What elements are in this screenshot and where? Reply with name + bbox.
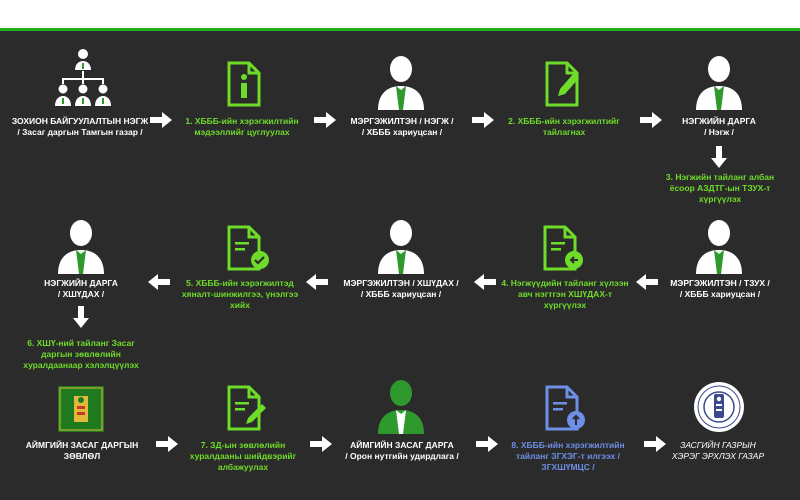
node-subtitle: / ХБББ хариуцсан / bbox=[679, 289, 761, 299]
top-accent-line bbox=[0, 28, 800, 31]
step-2-label: 2. ХБББ-ийн хэрэгжилтийг тайлагнах bbox=[508, 116, 620, 137]
node-title: НЭГЖИЙН ДАРГА bbox=[44, 278, 118, 288]
node-title: ЗАСГИЙН ГАЗРЫН ХЭРЭГ ЭРХЛЭХ ГАЗАР bbox=[671, 440, 765, 461]
check-document-icon bbox=[227, 225, 269, 271]
org-chart-icon bbox=[55, 49, 111, 106]
node-governor-council: АЙМГИЙН ЗАСАГ ДАРГЫН ЗӨВЛӨЛ bbox=[14, 440, 150, 462]
node-specialist-unit: МЭРГЭЖИЛТЭН / НЭГЖ / / ХБББ хариуцсан / bbox=[336, 116, 468, 138]
node-title: АЙМГИЙН ЗАСАГ ДАРГЫН ЗӨВЛӨЛ bbox=[25, 440, 139, 461]
step-3-label: 3. Нэгжийн тайланг албан ёсоор АЗДТГ-ын … bbox=[665, 172, 775, 204]
arrow-right-icon bbox=[644, 436, 666, 452]
step-4-label: 4. Нэгжүүдийн тайланг хүлээн авч нэгтгэн… bbox=[501, 278, 629, 310]
node-subtitle: / Орон нутгийн удирдлага / bbox=[345, 451, 459, 461]
node-title: АЙМГИЙН ЗАСАГ ДАРГА bbox=[350, 440, 454, 450]
node-title: НЭГЖИЙН ДАРГА bbox=[682, 116, 756, 126]
person-icon bbox=[378, 56, 424, 110]
node-title: ЗОХИОН БАЙГУУЛАЛТЫН НЭГЖ bbox=[11, 116, 149, 126]
node-unit-head: НЭГЖИЙН ДАРГА / Нэгж / bbox=[664, 116, 774, 138]
node-subtitle: / Нэгж / bbox=[704, 127, 734, 137]
receive-document-icon bbox=[543, 225, 583, 271]
node-unit-head-hshudah: НЭГЖИЙН ДАРГА / ХШҮДАХ / bbox=[26, 278, 136, 300]
step-6-label: 6. ХШҮ-ний тайланг Засаг даргын зөвлөлий… bbox=[23, 338, 139, 370]
arrow-right-icon bbox=[310, 436, 332, 452]
step-5-label: 5. ХБББ-ийн хэрэгжилтэд хяналт-шинжилгээ… bbox=[181, 278, 299, 310]
arrow-down-icon bbox=[711, 146, 727, 168]
node-title: МЭРГЭЖИЛТЭН / ХШҮДАХ / bbox=[343, 278, 459, 288]
node-subtitle: / ХБББ хариуцсан / bbox=[361, 127, 443, 137]
node-title: МЭРГЭЖИЛТЭН / НЭГЖ / bbox=[350, 116, 454, 126]
arrow-right-icon bbox=[156, 436, 178, 452]
info-document-icon bbox=[227, 61, 261, 107]
arrow-left-icon bbox=[148, 274, 170, 290]
edit-document-icon bbox=[545, 61, 579, 107]
person-icon bbox=[378, 220, 424, 274]
node-subtitle: / ХБББ хариуцсан / bbox=[360, 289, 442, 299]
node-specialist-tzuh: МЭРГЭЖИЛТЭН / ТЗУХ / / ХБББ хариуцсан / bbox=[656, 278, 784, 300]
node-aimag-governor: АЙМГИЙН ЗАСАГ ДАРГА / Орон нутгийн удирд… bbox=[334, 440, 470, 462]
top-bar bbox=[0, 0, 800, 28]
arrow-right-icon bbox=[640, 112, 662, 128]
arrow-right-icon bbox=[314, 112, 336, 128]
person-green-icon bbox=[378, 380, 424, 434]
arrow-right-icon bbox=[150, 112, 172, 128]
arrow-left-icon bbox=[306, 274, 328, 290]
node-subtitle: / Засаг даргын Тамгын газар / bbox=[17, 127, 143, 137]
arrow-left-icon bbox=[474, 274, 496, 290]
step-7-label: 7. ЗД-ын зөвлөлийн хуралдааны шийдвэрийг… bbox=[189, 440, 297, 472]
upload-document-icon bbox=[545, 385, 585, 431]
node-subtitle: / ХШҮДАХ / bbox=[57, 289, 105, 299]
node-specialist-hshudah: МЭРГЭЖИЛТЭН / ХШҮДАХ / / ХБББ хариуцсан … bbox=[330, 278, 472, 300]
person-icon bbox=[696, 56, 742, 110]
person-icon bbox=[696, 220, 742, 274]
step-1-label: 1. ХБББ-ийн хэрэгжилтийн мэдээллийг цугл… bbox=[185, 116, 299, 137]
sign-document-icon bbox=[227, 385, 266, 431]
national-emblem-icon bbox=[58, 386, 104, 432]
node-title: МЭРГЭЖИЛТЭН / ТЗУХ / bbox=[670, 278, 770, 288]
node-organization-unit: ЗОХИОН БАЙГУУЛАЛТЫН НЭГЖ / Засаг даргын … bbox=[10, 116, 150, 138]
node-cabinet-secretariat: ЗАСГИЙН ГАЗРЫН ХЭРЭГ ЭРХЛЭХ ГАЗАР bbox=[668, 440, 768, 462]
arrow-down-icon bbox=[73, 306, 89, 328]
arrow-right-icon bbox=[476, 436, 498, 452]
arrow-left-icon bbox=[636, 274, 658, 290]
person-icon bbox=[58, 220, 104, 274]
step-8-label: 8. ХБББ-ийн хэрэгжилтийн тайланг ЗГХЭГ-т… bbox=[511, 440, 625, 472]
arrow-right-icon bbox=[472, 112, 494, 128]
government-seal-icon bbox=[694, 382, 744, 432]
